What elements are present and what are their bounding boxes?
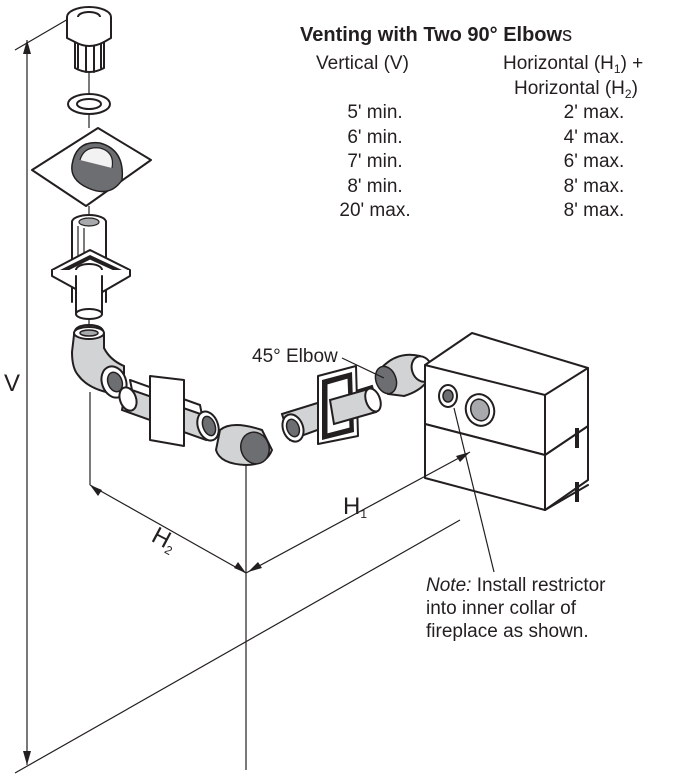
table-cell-vertical: 6' min. — [347, 126, 403, 148]
fireplace-unit — [424, 332, 589, 511]
label-h1: H1 — [343, 493, 367, 521]
horizontal-pipe-h2 — [118, 375, 220, 447]
h2-header-end: ) — [631, 78, 638, 99]
note-line1-text: Install restrictor — [471, 575, 606, 596]
table-cell-horizontal: 4' max. — [563, 126, 625, 148]
chart-title: Venting with Two 90° Elbows — [300, 24, 572, 46]
h2-header-text: Horizontal (H — [514, 78, 625, 99]
title-suffix: s — [562, 24, 573, 46]
table-cell-horizontal: 6' max. — [563, 151, 625, 173]
column-header-horizontal-line2: Horizontal (H2) — [514, 78, 638, 100]
table-cell-vertical: 20' max. — [339, 200, 411, 222]
elbow-90-middle — [214, 424, 274, 770]
h1-header-end: ) + — [620, 53, 644, 74]
table-cell-horizontal: 8' max. — [563, 175, 625, 197]
label-v: V — [4, 370, 21, 397]
table-cell-horizontal: 8' max. — [563, 200, 625, 222]
note-line-2: into inner collar of — [426, 598, 576, 619]
table-cell-horizontal: 2' max. — [563, 102, 625, 123]
h1-letter: H — [343, 493, 361, 520]
note-line-3: fireplace as shown. — [426, 621, 589, 642]
column-header-horizontal-line1: Horizontal (H1) + — [503, 53, 643, 75]
table-cell-vertical: 8' min. — [347, 175, 403, 197]
column-header-vertical: Vertical (V) — [316, 53, 409, 74]
note-text: Note: Install restrictor into inner coll… — [426, 574, 606, 643]
table-cell-vertical: 7' min. — [347, 151, 403, 173]
dimension-lines — [89, 407, 495, 574]
ceiling-firestop — [51, 249, 131, 328]
h1-subscript: 1 — [360, 507, 368, 521]
column-horizontal-values: 2' max. 4' max. 6' max. 8' max. 8' max. — [534, 101, 654, 224]
storm-collar — [67, 93, 111, 128]
note-line-1: Note: Install restrictor — [426, 574, 606, 597]
horizontal-pipe-h1 — [280, 365, 382, 445]
label-45-elbow: 45° Elbow — [252, 346, 338, 367]
title-bold: Venting with Two 90° Elbow — [300, 24, 563, 46]
termination-cap — [66, 6, 112, 95]
column-vertical-values: 5' min. 6' min. 7' min. 8' min. 20' max. — [320, 101, 430, 224]
h2-header-sub: 2 — [624, 87, 632, 101]
h1-header-text: Horizontal (H — [503, 53, 614, 74]
table-cell-vertical: 5' min. — [347, 102, 403, 123]
roof-flashing — [31, 127, 152, 220]
note-label: Note: — [426, 575, 472, 596]
h1-header-sub: 1 — [613, 62, 621, 76]
vertical-dimension — [14, 14, 461, 774]
